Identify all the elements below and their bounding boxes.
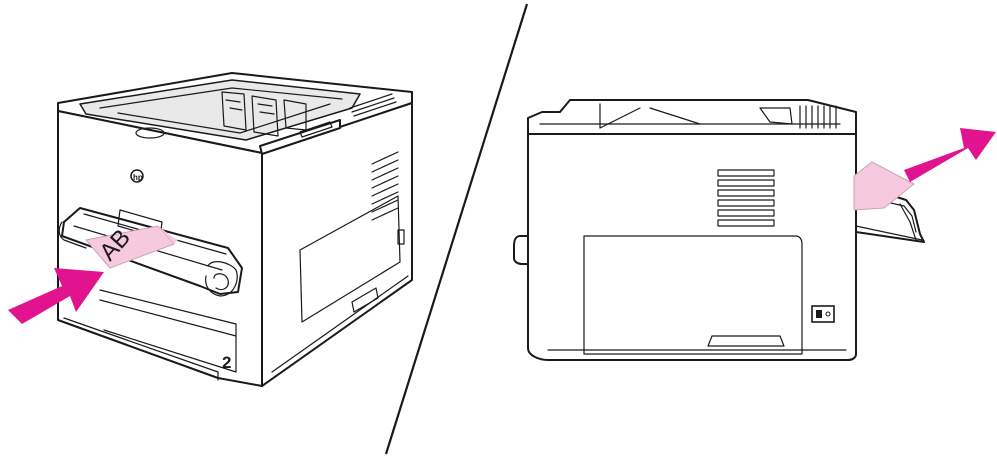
exit-direction-arrow — [904, 128, 996, 182]
tray-number: 2 — [222, 353, 231, 372]
side-lower-panel — [583, 235, 803, 355]
printer-side-view — [513, 99, 996, 361]
side-vent-grille — [717, 169, 775, 227]
side-left-bumper — [513, 235, 529, 265]
printer-right-side — [261, 102, 413, 387]
side-main-body — [527, 133, 857, 361]
control-panel — [259, 119, 341, 155]
divider-line — [384, 3, 529, 455]
side-vents — [371, 151, 399, 221]
hp-logo-icon: hp — [130, 169, 144, 183]
insert-direction-arrow — [8, 268, 104, 324]
power-switch-icon — [811, 305, 835, 323]
svg-text:hp: hp — [133, 173, 143, 182]
input-tray-2 — [99, 289, 237, 373]
output-bin — [79, 79, 361, 141]
paper-sheet-side — [853, 161, 915, 211]
side-top-profile — [527, 99, 857, 135]
printer-front-view: hp AB 2 — [8, 72, 413, 387]
side-handle — [707, 335, 785, 347]
side-access-door — [299, 195, 401, 323]
